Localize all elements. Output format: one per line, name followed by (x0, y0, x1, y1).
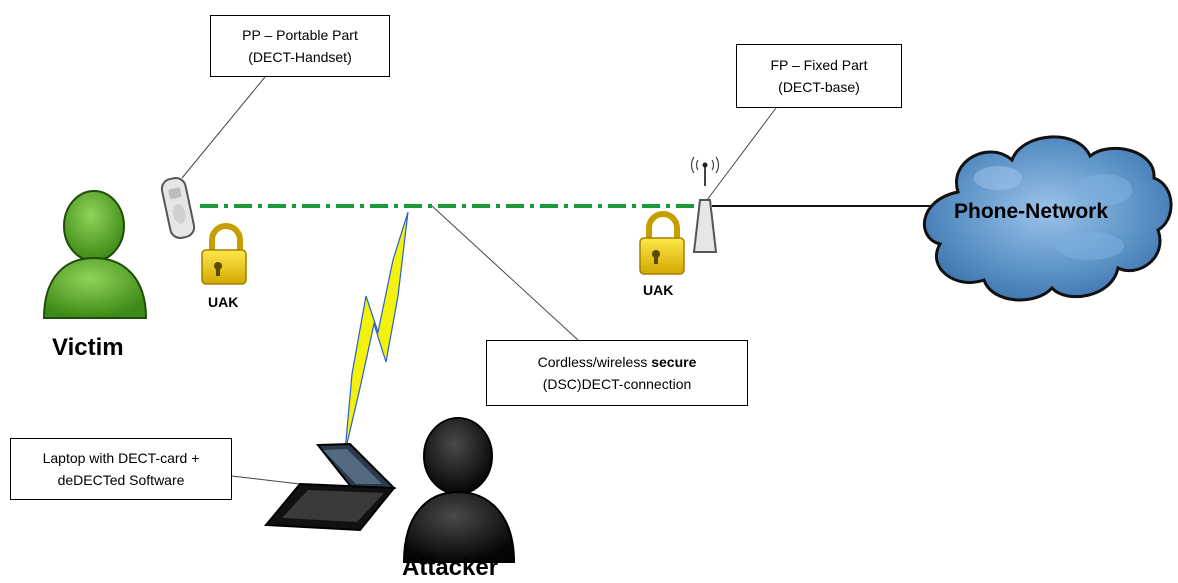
connection-callout-secure: secure (651, 354, 697, 370)
lightning-bolt-icon (344, 211, 409, 453)
phone-network-cloud (923, 135, 1173, 302)
base-callout-line1: FP – Fixed Part (770, 57, 868, 73)
handset-callout-line2: (DECT-Handset) (248, 49, 352, 65)
victim-person-icon (42, 190, 148, 319)
connection-callout-line2: (DSC)DECT-connection (542, 376, 692, 392)
laptop-callout-line1: Laptop with DECT-card + (42, 450, 200, 466)
handset-lock-icon (201, 223, 247, 285)
phone-network-label: Phone-Network (954, 200, 1109, 223)
connection-callout-box: Cordless/wireless secure (DSC)DECT-conne… (486, 340, 748, 406)
victim-label: Victim (52, 334, 124, 361)
handset-callout-line (181, 76, 266, 179)
laptop-callout-box: Laptop with DECT-card + deDECTed Softwar… (10, 438, 232, 500)
attacker-laptop-icon (263, 442, 397, 532)
dect-base-station-icon (690, 156, 720, 253)
base-lock-icon (639, 211, 685, 275)
handset-callout-box: PP – Portable Part (DECT-Handset) (210, 15, 390, 77)
handset-callout-line1: PP – Portable Part (242, 27, 358, 43)
uak-base-label: UAK (643, 282, 674, 298)
laptop-callout-line2: deDECTed Software (57, 472, 185, 488)
connection-callout-line1: Cordless/wireless secure (487, 351, 747, 373)
base-callout-box: FP – Fixed Part (DECT-base) (736, 44, 902, 108)
connection-callout-line (431, 205, 579, 341)
attacker-label: Attacker (402, 554, 499, 581)
base-callout-line (706, 107, 777, 201)
connection-callout-prefix: Cordless/wireless (537, 354, 652, 370)
laptop-callout-line (231, 475, 301, 485)
attacker-person-icon (402, 417, 516, 563)
base-callout-line2: (DECT-base) (778, 79, 860, 95)
uak-handset-label: UAK (208, 294, 239, 310)
dect-handset-icon (160, 177, 196, 239)
